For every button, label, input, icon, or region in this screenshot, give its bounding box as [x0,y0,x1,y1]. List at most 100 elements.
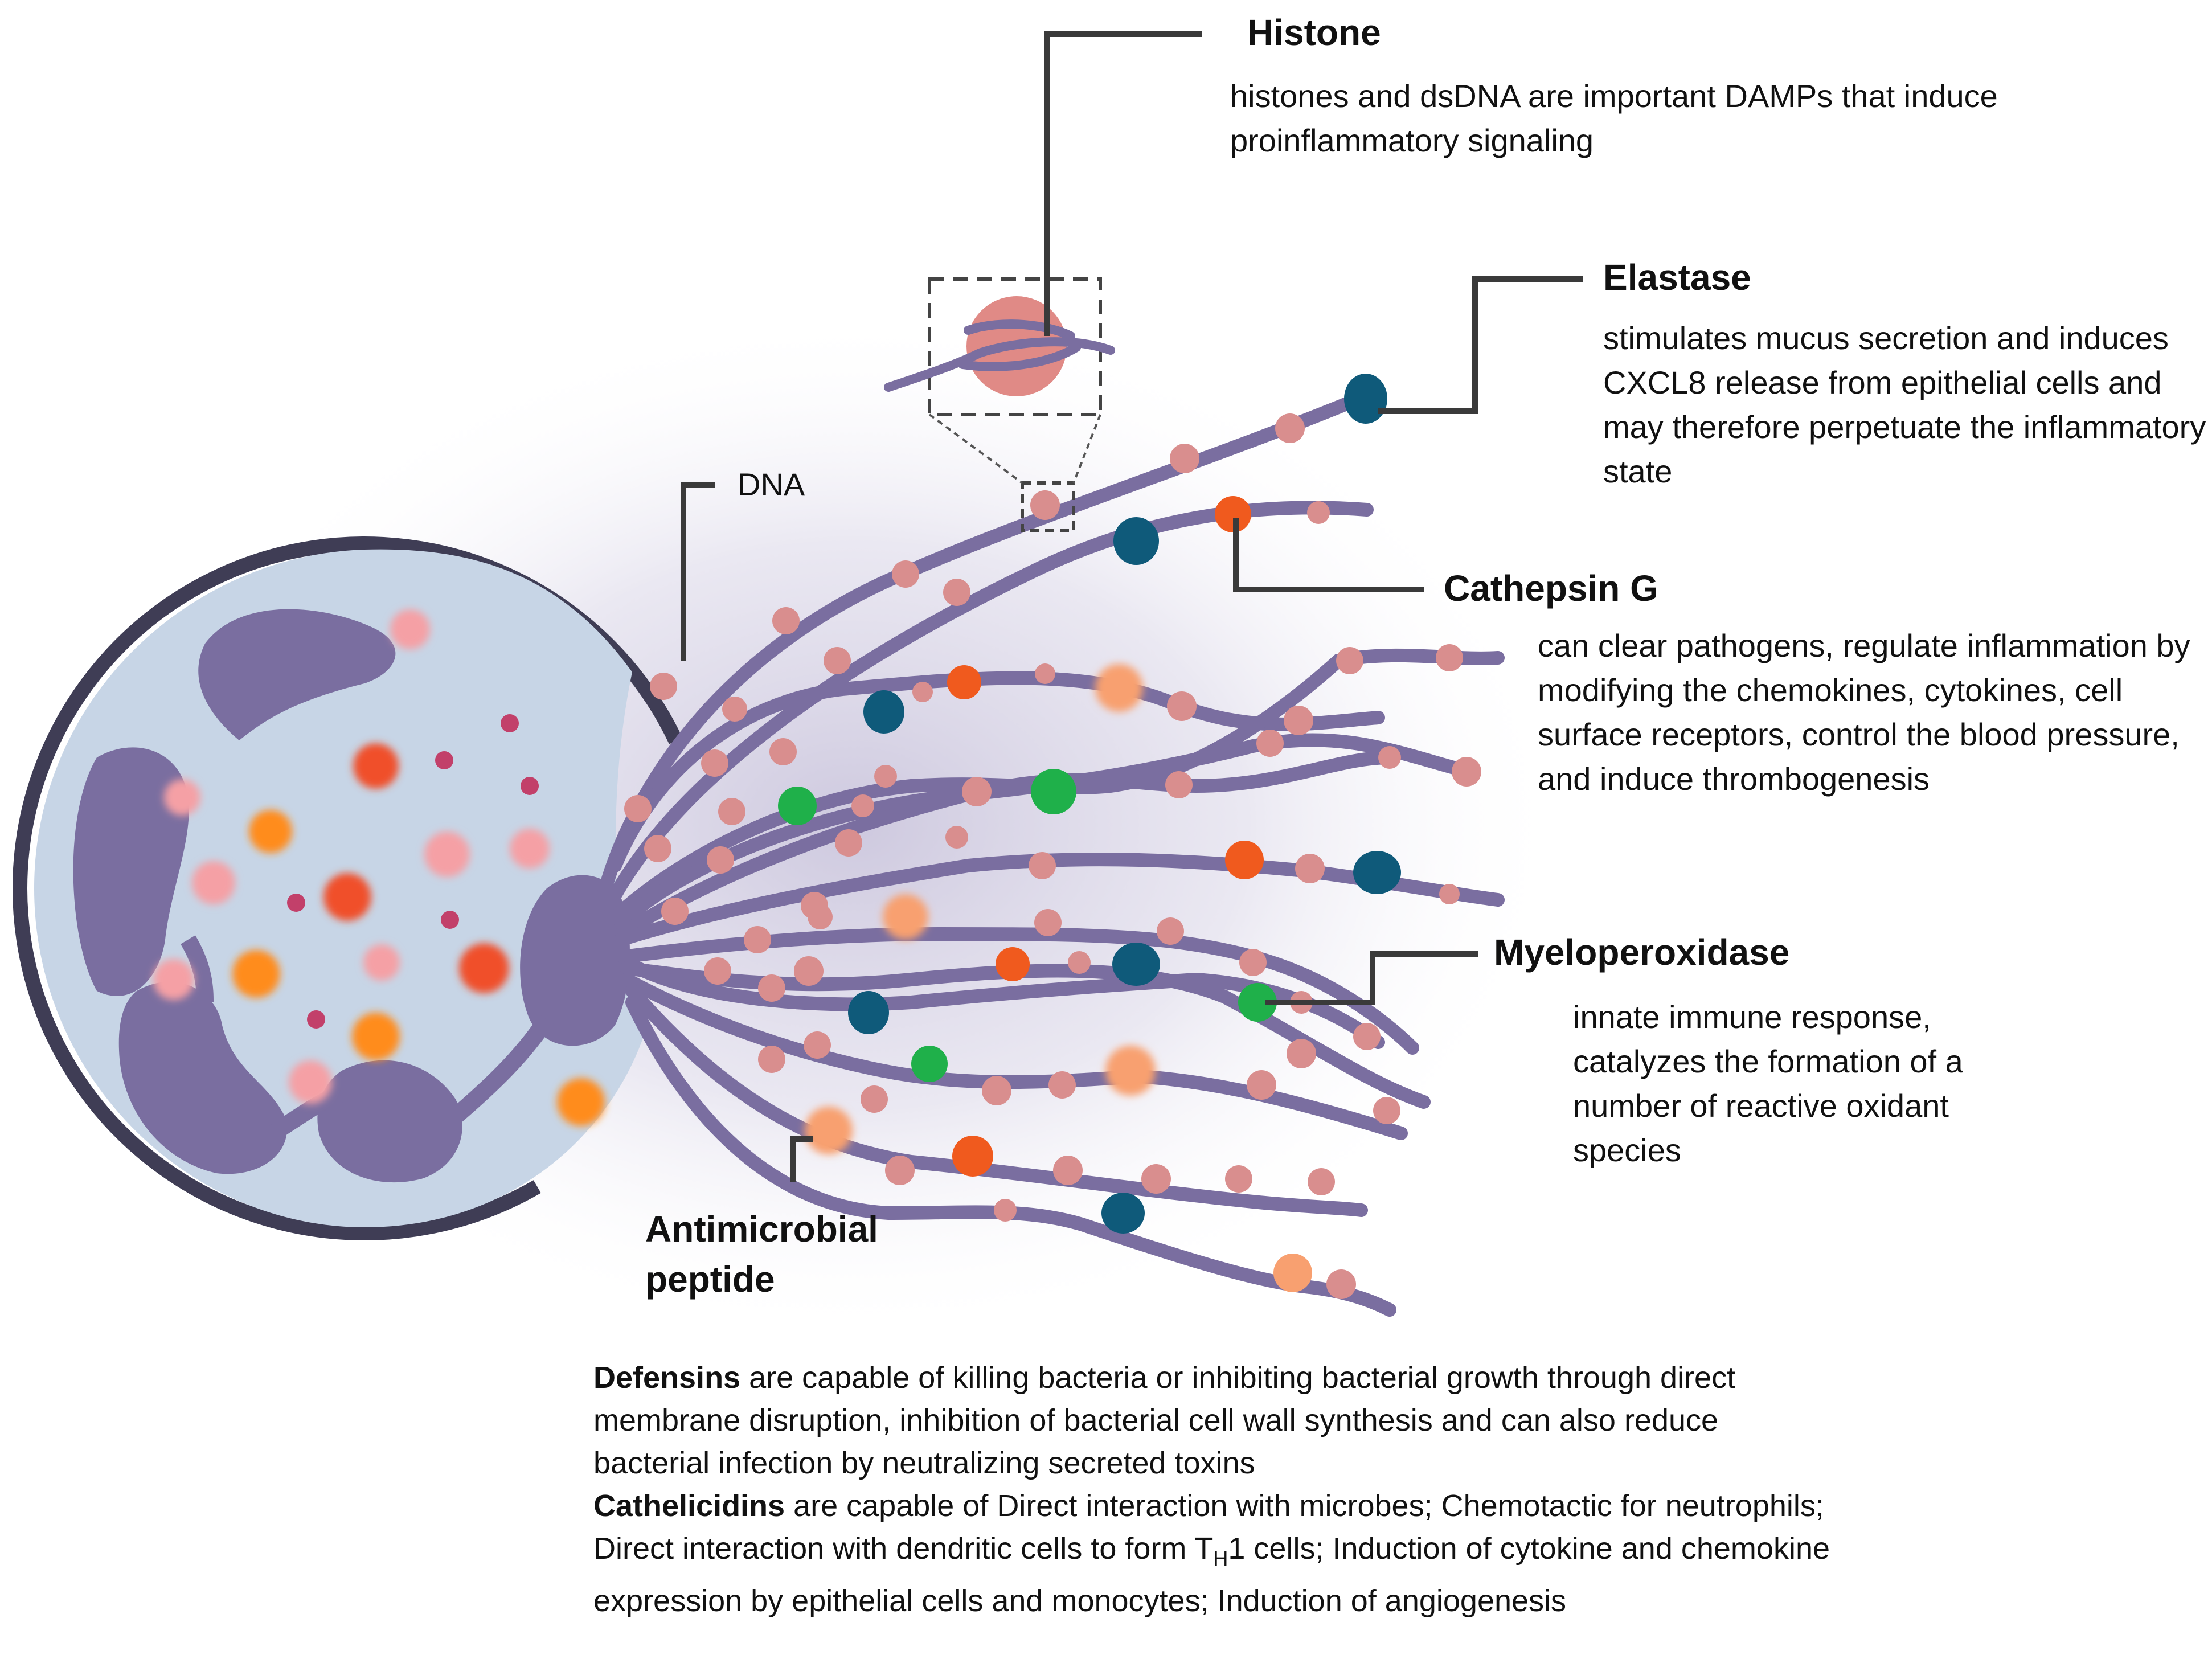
bead [707,846,734,874]
bead [1452,757,1481,787]
bead [722,697,747,722]
bead [912,682,933,702]
granule [424,831,470,877]
amp-marker [1105,1046,1156,1096]
bead [1029,852,1056,879]
histone-leader [1044,31,1202,336]
histone-title: Histone [1247,12,1381,53]
bead [1326,1269,1356,1299]
strand-beads [624,413,1481,1299]
bead [1295,854,1325,883]
bead [861,1085,888,1113]
leader-lines [681,31,1583,1182]
neutrophil-cell [13,536,716,1240]
bead [769,738,797,765]
dna-strand [625,996,1396,1317]
amp-title-line1: Antimicrobial [645,1209,878,1250]
defensins-term: Defensins [593,1361,741,1395]
bead [982,1076,1011,1105]
cathepsin-leader [1233,518,1424,592]
histone-zoom-box [928,277,1102,416]
granule [153,959,194,1000]
dna-label: DNA [738,466,805,502]
elastase-leader [1378,276,1583,414]
small-granule [521,777,539,795]
bead [1034,909,1062,936]
bead [1141,1164,1171,1194]
granule [557,1078,605,1126]
bead [1247,1070,1276,1100]
bead [1439,884,1460,904]
amp-marker [805,1107,853,1154]
mpo-description: innate immune response, catalyzes the fo… [1573,999,1963,1168]
bead [808,904,833,929]
mpo-marker [1031,769,1076,814]
granule [510,829,550,869]
dna-leader [681,482,715,661]
dna-strand [614,853,1505,947]
bead [1053,1156,1083,1185]
granule [249,810,292,853]
bead [804,1031,831,1059]
dna-strand [625,984,1368,1217]
mpo-marker [1238,983,1277,1022]
bead [704,957,731,985]
bead [945,826,968,849]
bead [1035,663,1055,684]
bead [1256,730,1284,757]
cathelicidins-text-1: are capable of Direct interaction with m… [593,1489,1824,1566]
elastase-marker [848,991,889,1034]
bead [1239,949,1267,976]
bead [1030,490,1060,520]
histone-description: histones and dsDNA are important DAMPs t… [1230,78,1998,158]
bead [835,829,862,857]
bead [962,777,992,806]
bead [1353,1023,1381,1050]
dna-strand [620,961,1431,1109]
bead [892,560,919,588]
elastase-marker [1113,517,1159,565]
granule [323,873,371,921]
bead [874,765,897,788]
bead [1436,644,1463,671]
bead [885,1156,915,1185]
bead [1275,413,1305,443]
bead [650,673,677,700]
granule [352,1013,400,1060]
bead [1170,444,1199,473]
elastase-marker [863,690,904,734]
mpo-leader [1265,951,1478,1005]
bead [718,798,745,825]
bottom-description: Defensins are capable of killing bacteri… [593,1357,1835,1623]
cathepsin-description: can clear pathogens, regulate inflammati… [1538,628,2190,797]
bead [1068,951,1091,974]
nucleus-lobes [73,609,630,1183]
bead [758,1046,785,1073]
bead [1157,917,1184,945]
elastase-marker [1353,851,1401,894]
small-granule [287,894,305,912]
small-granule [441,911,459,929]
amp-leader [790,1136,813,1182]
cathepsin-marker [947,665,981,699]
dna-strand [608,648,1505,924]
bead [1165,771,1193,798]
bead [644,835,671,862]
granule [232,950,280,998]
histone-zoom [884,277,1115,532]
zoom-line-left [928,413,1023,484]
amp-marker [1273,1254,1312,1292]
granule [353,743,399,789]
bead [1287,1039,1316,1068]
bead [994,1199,1017,1222]
elastase-marker [1112,943,1160,986]
bead [1225,1165,1252,1193]
bead [1373,1097,1400,1124]
bead [851,794,874,817]
defensins-text: are capable of killing bacteria or inhib… [593,1361,1736,1480]
cell-rim [13,536,716,1240]
amp-marker [1095,664,1143,712]
bead [1336,647,1363,674]
th-subscript: H [1213,1546,1228,1570]
